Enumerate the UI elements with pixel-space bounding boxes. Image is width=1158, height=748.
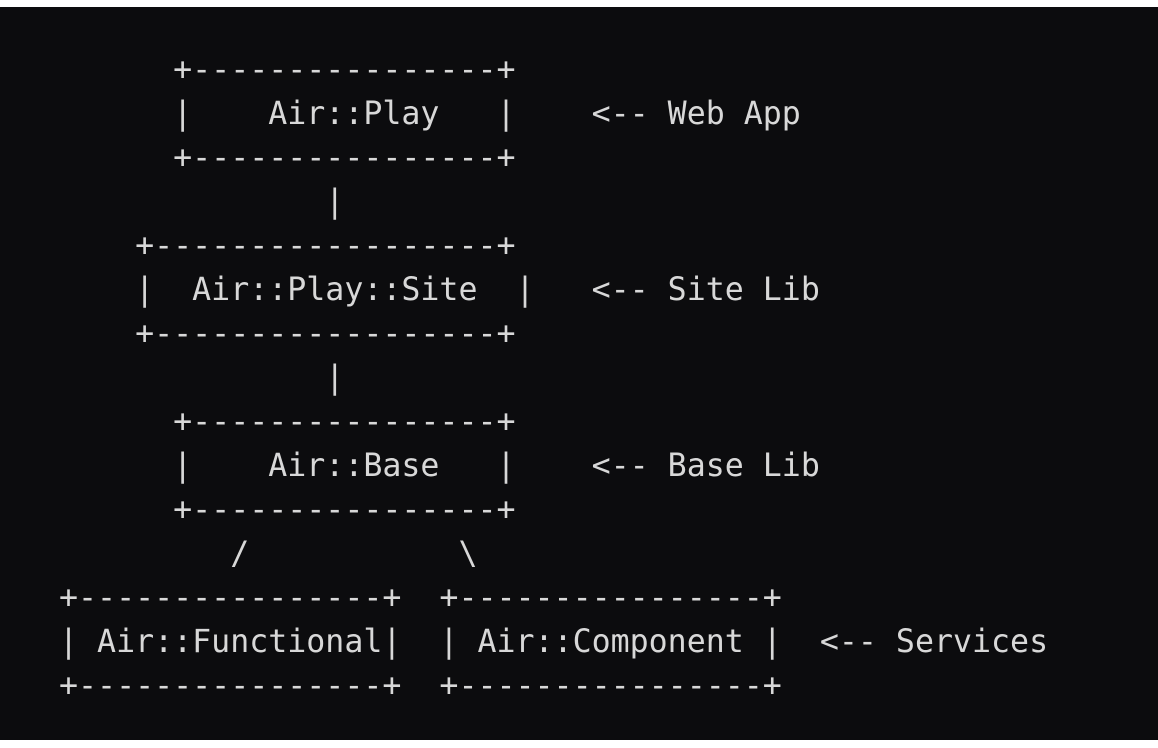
services-boxes-row: | Air::Functional| | Air::Component | <-… <box>59 624 1049 660</box>
connector-base-to-services: / \ <box>59 536 478 572</box>
site-lib-box-row: | Air::Play::Site | <-- Site Lib <box>59 272 820 308</box>
base-lib-box-row: | Air::Base | <-- Base Lib <box>59 448 820 484</box>
web-app-box-row: | Air::Play | <-- Web App <box>59 96 801 132</box>
terminal-window: +----------------+ | Air::Play | <-- Web… <box>0 7 1158 740</box>
connector-play-to-site: | <box>59 184 345 220</box>
base-lib-box-top-border: +----------------+ <box>59 404 516 440</box>
ascii-architecture-diagram: +----------------+ | Air::Play | <-- Web… <box>59 48 1048 708</box>
web-app-box-bottom-border: +----------------+ <box>59 140 516 176</box>
base-lib-box-bottom-border: +----------------+ <box>59 492 516 528</box>
connector-site-to-base: | <box>59 360 345 396</box>
site-lib-box-top-border: +------------------+ <box>59 228 516 264</box>
web-app-box-top-border: +----------------+ <box>59 52 516 88</box>
services-boxes-top-border: +----------------+ +----------------+ <box>59 580 782 616</box>
site-lib-box-bottom-border: +------------------+ <box>59 316 516 352</box>
services-boxes-bottom-border: +----------------+ +----------------+ <box>59 668 782 704</box>
